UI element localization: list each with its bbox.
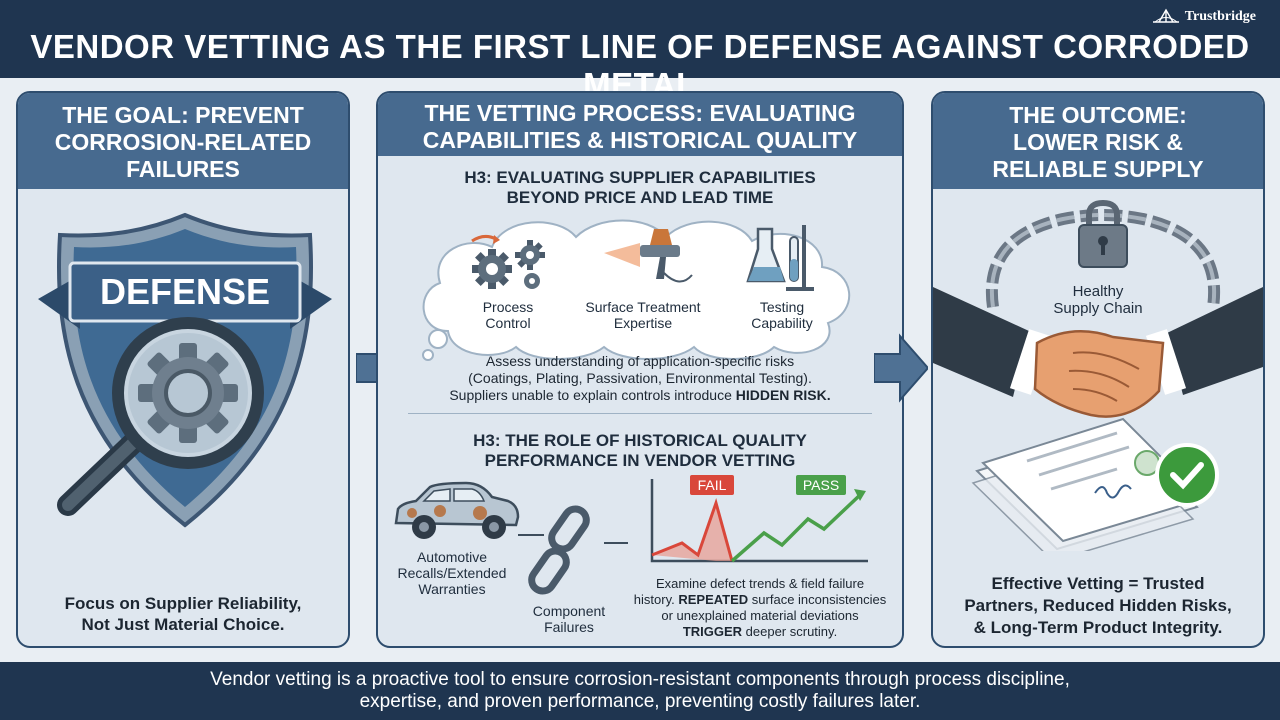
broken-chain-icon — [518, 505, 628, 595]
section1-title: H3: EVALUATING SUPPLIER CAPABILITIES BEY… — [378, 168, 902, 208]
section1-body-line3-pre: Suppliers unable to explain controls int… — [449, 387, 736, 403]
gears-icon — [471, 234, 545, 289]
section2-body-line2: history. REPEATED surface inconsistencie… — [622, 592, 898, 608]
bridge-icon — [1152, 8, 1179, 23]
spray-gun-icon — [604, 229, 693, 283]
hidden-risk-emphasis: HIDDEN RISK. — [735, 387, 831, 403]
healthy-chain-line2: Supply Chain — [1053, 300, 1143, 317]
item-surface-line1: Surface Treatment — [585, 299, 701, 315]
goal-heading: THE GOAL: PREVENT CORROSION-RELATED FAIL… — [18, 93, 348, 189]
title-bar: Trustbridge VENDOR VETTING AS THE FIRST … — [0, 0, 1280, 103]
footer-summary: Vendor vetting is a proactive tool to en… — [0, 662, 1280, 720]
trigger-emphasis: TRIGGER — [682, 624, 743, 639]
chain-label-line1: Component — [532, 603, 606, 619]
footer-line1: Vendor vetting is a proactive tool to en… — [210, 669, 1070, 690]
section1-body-line1: Assess understanding of application-spec… — [485, 353, 795, 369]
outcome-heading: THE OUTCOME: LOWER RISK & RELIABLE SUPPL… — [933, 93, 1263, 189]
section2-body-line2-pre: history. — [633, 592, 675, 607]
shield-defense-icon: DEFENSE — [38, 212, 332, 528]
shield-banner-text: DEFENSE — [100, 271, 270, 312]
outcome-caption-line1: Effective Vetting = Trusted — [991, 574, 1205, 593]
section1-body-line3: Suppliers unable to explain controls int… — [378, 387, 902, 404]
outcome-caption: Effective Vetting = Trusted Partners, Re… — [933, 573, 1263, 639]
goal-caption-line2: Not Just Material Choice. — [81, 615, 285, 634]
item-testing-line1: Testing — [759, 299, 805, 315]
section-divider — [408, 413, 872, 414]
section2-body: Examine defect trends & field failure hi… — [622, 576, 898, 640]
fail-label: FAIL — [698, 477, 727, 493]
chain-padlock-icon — [985, 199, 1221, 308]
section2-body-line1: Examine defect trends & field failure — [655, 576, 865, 591]
item-process-line2: Control — [485, 315, 531, 331]
goal-panel: THE GOAL: PREVENT CORROSION-RELATED FAIL… — [16, 91, 350, 648]
healthy-chain-line1: Healthy — [1072, 283, 1124, 300]
car-label-line2: Recalls/Extended — [397, 565, 507, 581]
signed-contract-icon — [971, 417, 1219, 551]
outcome-caption-line3: & Long-Term Product Integrity. — [973, 618, 1223, 637]
item-process-line1: Process — [482, 299, 534, 315]
section2-title: H3: THE ROLE OF HISTORICAL QUALITY PERFO… — [378, 431, 902, 471]
process-heading: THE VETTING PROCESS: EVALUATING CAPABILI… — [378, 93, 902, 156]
repeated-emphasis: REPEATED — [678, 592, 749, 607]
section2-body-line4-post: deeper scrutiny. — [742, 624, 838, 639]
section1-body: Assess understanding of application-spec… — [378, 353, 902, 404]
handshake-icon — [933, 287, 1263, 418]
footer-line2: expertise, and proven performance, preve… — [359, 691, 921, 712]
arrow-right-icon-2 — [874, 333, 928, 403]
process-heading-line2: CAPABILITIES & HISTORICAL QUALITY — [422, 127, 858, 153]
car-label-line1: Automotive — [416, 549, 488, 565]
section1-title-line1: H3: EVALUATING SUPPLIER CAPABILITIES — [464, 168, 816, 187]
item-testing-line2: Capability — [751, 315, 813, 331]
item-testing-capability: Testing Capability — [722, 299, 842, 331]
section2-title-line2: PERFORMANCE IN VENDOR VETTING — [484, 451, 796, 470]
goal-caption-line1: Focus on Supplier Reliability, — [64, 594, 302, 613]
defect-trend-graphic: FAIL PASS — [650, 475, 868, 563]
healthy-chain-label: Healthy Supply Chain — [1003, 283, 1193, 317]
section2-body-line3: or unexplained material deviations — [661, 608, 859, 623]
chain-label: Component Failures — [514, 603, 624, 635]
section2-body-line4: TRIGGER deeper scrutiny. — [622, 624, 898, 640]
item-surface-treatment: Surface Treatment Expertise — [568, 299, 718, 331]
section2-title-line1: H3: THE ROLE OF HISTORICAL QUALITY — [473, 431, 807, 450]
rusty-car-icon — [394, 481, 520, 539]
brand-name: Trustbridge — [1184, 9, 1256, 24]
item-process-control: Process Control — [448, 299, 568, 331]
car-label-line3: Warranties — [418, 581, 486, 597]
lab-flask-icon — [746, 225, 814, 291]
section1-body-line2: (Coatings, Plating, Passivation, Environ… — [468, 370, 812, 386]
process-panel: THE VETTING PROCESS: EVALUATING CAPABILI… — [376, 91, 904, 648]
outcome-caption-line2: Partners, Reduced Hidden Risks, — [964, 596, 1232, 615]
section2-body-line2-post: surface inconsistencies — [748, 592, 887, 607]
page-title: VENDOR VETTING AS THE FIRST LINE OF DEFE… — [30, 28, 1250, 103]
pass-label: PASS — [803, 477, 839, 493]
outcome-panel: THE OUTCOME: LOWER RISK & RELIABLE SUPPL… — [931, 91, 1265, 648]
goal-caption: Focus on Supplier Reliability, Not Just … — [18, 593, 348, 635]
chain-label-line2: Failures — [544, 619, 594, 635]
process-heading-line1: THE VETTING PROCESS: EVALUATING — [424, 100, 856, 126]
brand-logo: Trustbridge — [1151, 6, 1256, 28]
car-label: Automotive Recalls/Extended Warranties — [382, 549, 522, 597]
section1-title-line2: BEYOND PRICE AND LEAD TIME — [506, 188, 774, 207]
item-surface-line2: Expertise — [613, 315, 673, 331]
